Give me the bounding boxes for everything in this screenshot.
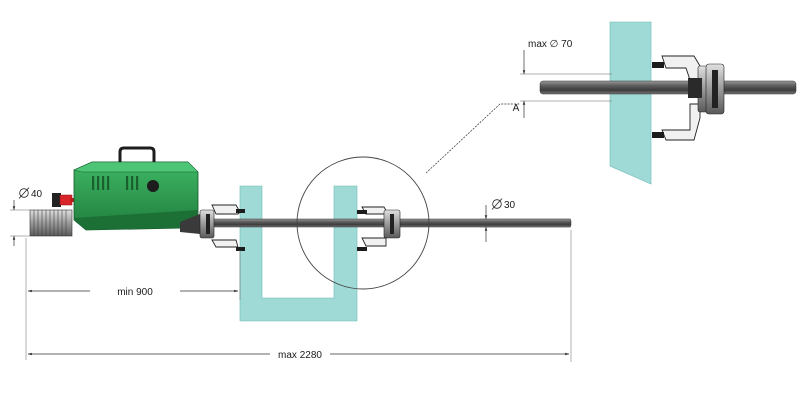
detail-leader: [425, 103, 520, 174]
dimension-dia-30-label: 30: [504, 200, 516, 211]
dimension-dia-40-label: 40: [31, 189, 43, 200]
right-clamp: [357, 206, 401, 251]
detail-clamp: [652, 55, 725, 141]
detail-label: A: [513, 103, 520, 114]
dimension-dia-30: 30: [480, 198, 571, 242]
threaded-connector: [29, 209, 73, 237]
dimension-dia-40: 40: [10, 187, 43, 246]
dimension-max-dia-70: max ∅ 70: [520, 39, 612, 118]
motor-handle: [118, 146, 156, 162]
valve-handle: [52, 193, 76, 207]
diameter-symbol-icon: [491, 198, 503, 210]
motor-unit: [73, 146, 200, 234]
dimension-max-2280-label: max 2280: [278, 350, 322, 361]
dimension-min-900: min 900: [25, 238, 241, 360]
water-channel: [239, 185, 358, 322]
detail-circle: [296, 156, 430, 290]
dimension-max-dia-70-label: max ∅ 70: [528, 39, 573, 50]
left-clamp: [199, 204, 245, 251]
detail-shaft: [539, 80, 797, 95]
diameter-symbol-icon: [18, 187, 30, 199]
dimension-max-2280: max 2280: [27, 230, 572, 362]
dimension-min-900-label: min 900: [117, 287, 153, 298]
detail-water-wall: [609, 21, 652, 185]
